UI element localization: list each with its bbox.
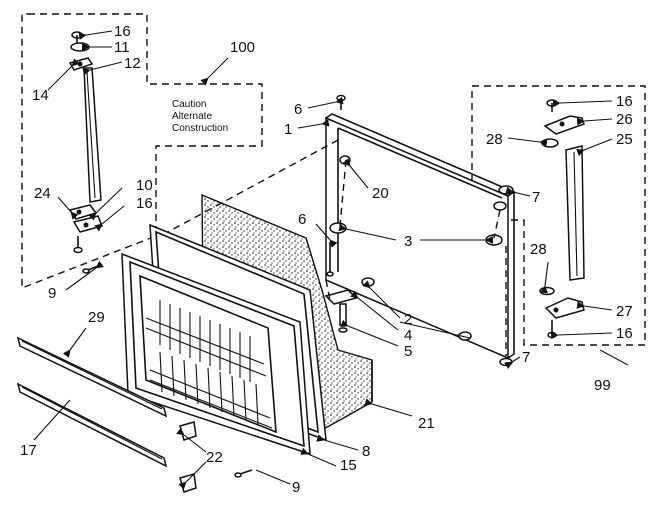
shelf-bar-17	[16, 382, 168, 468]
leader-lines-left	[47, 30, 229, 232]
label-28-b: 28	[530, 241, 547, 258]
screw-6-top	[336, 94, 346, 110]
hinge-2	[324, 289, 358, 305]
bracket-26	[543, 115, 585, 135]
screw-16-left-bottom	[73, 236, 83, 254]
label-7-a: 7	[532, 189, 540, 206]
label-14: 14	[32, 87, 49, 104]
leader-lines-main	[33, 96, 531, 490]
washer-5	[338, 327, 348, 333]
label-100: 100	[230, 39, 255, 56]
label-26: 26	[616, 111, 633, 128]
label-2: 2	[404, 311, 412, 328]
label-16-c: 16	[616, 93, 633, 110]
label-5: 5	[404, 343, 412, 360]
inner-door-liner-15	[121, 252, 311, 456]
part-number-labels: 16 11 12 14 100 24 10 16 9 29 17 22 9 15…	[20, 23, 633, 496]
label-99: 99	[594, 377, 611, 394]
screw-16-right-top	[546, 99, 558, 112]
label-11: 11	[114, 39, 130, 56]
hinge-rod-12	[83, 67, 102, 203]
label-28-a: 28	[486, 131, 503, 148]
label-24: 24	[34, 185, 51, 202]
label-7-b: 7	[522, 349, 530, 366]
end-cap-22-bottom	[179, 473, 197, 493]
caution-note-line1: Caution	[172, 99, 206, 110]
screw-16-right-bottom	[547, 320, 557, 339]
door-outer-panel-1	[325, 113, 516, 360]
label-8: 8	[362, 443, 370, 460]
label-6-a: 6	[294, 101, 302, 118]
washer-11	[70, 42, 90, 52]
label-1: 1	[284, 121, 292, 138]
label-10: 10	[136, 177, 153, 194]
label-20: 20	[372, 185, 389, 202]
label-29: 29	[88, 309, 105, 326]
label-6-b: 6	[298, 211, 306, 228]
label-21: 21	[418, 415, 435, 432]
shelf-bar-29	[16, 336, 168, 418]
label-16-a: 16	[114, 23, 131, 40]
label-4: 4	[404, 327, 412, 344]
washer-28-bottom	[539, 286, 555, 296]
label-22: 22	[206, 449, 223, 466]
label-17: 17	[20, 442, 37, 459]
caution-note-line3: Construction	[172, 123, 228, 134]
label-16-b: 16	[136, 195, 153, 212]
washer-28-top	[541, 138, 559, 148]
label-9-b: 9	[292, 479, 300, 496]
label-15: 15	[340, 457, 357, 474]
label-3: 3	[404, 233, 412, 250]
label-25: 25	[616, 131, 633, 148]
label-12: 12	[124, 55, 141, 72]
label-27: 27	[616, 303, 633, 320]
shelf-ridges	[145, 300, 273, 429]
screw-9-bottom	[234, 469, 253, 478]
pin-4	[339, 303, 347, 326]
cap-7-bottom	[499, 357, 513, 367]
leader-lines-right	[507, 99, 629, 366]
label-16-d: 16	[616, 325, 633, 342]
label-9-a: 9	[48, 285, 56, 302]
cap-7-top	[498, 185, 514, 195]
caution-note-line2: Alternate	[172, 111, 212, 122]
bracket-27	[544, 297, 585, 319]
screw-16-left-top	[71, 31, 83, 43]
assembly-guide-lines	[167, 139, 507, 356]
end-cap-22-top	[179, 421, 197, 441]
